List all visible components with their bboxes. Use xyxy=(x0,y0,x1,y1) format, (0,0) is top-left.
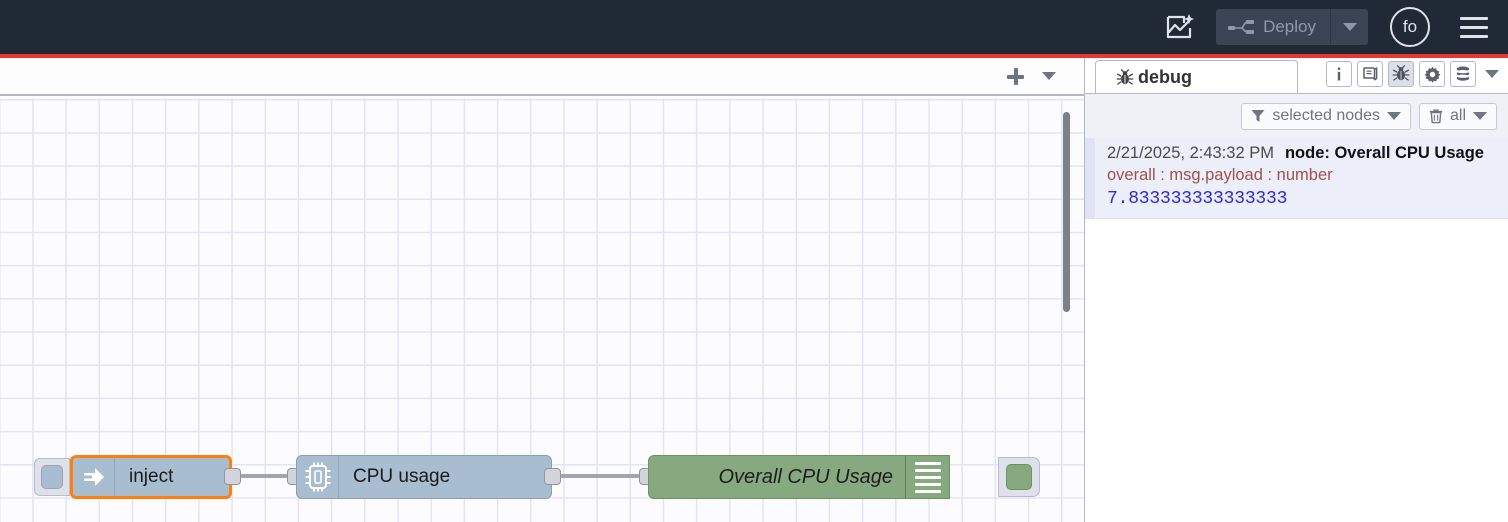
deploy-dropdown-caret[interactable] xyxy=(1330,9,1368,45)
chevron-down-icon xyxy=(1386,112,1401,120)
info-icon[interactable] xyxy=(1326,61,1352,87)
sidebar-tab-icons xyxy=(1326,61,1503,87)
chevron-down-icon xyxy=(1042,72,1056,80)
debug-line xyxy=(914,489,941,493)
sidebar: debug xyxy=(1084,58,1508,522)
config-gear-icon[interactable] xyxy=(1419,61,1445,87)
debug-toolbar: selected nodes all xyxy=(1085,94,1508,138)
sidebar-tab-label: debug xyxy=(1138,67,1192,87)
node-cpu-usage[interactable]: CPU usage xyxy=(296,455,552,499)
chevron-down-icon xyxy=(1473,112,1487,120)
wire-inject-to-cpu xyxy=(240,474,288,478)
chevron-down-icon xyxy=(1485,70,1499,78)
node-debug-label: Overall CPU Usage xyxy=(718,465,893,488)
debug-line xyxy=(914,475,941,479)
inject-trigger-inner xyxy=(41,465,63,489)
debug-line xyxy=(914,482,941,486)
sidebar-tab-debug[interactable]: debug xyxy=(1095,60,1298,94)
debug-message-list[interactable]: 2/21/2025, 2:43:32 PM node: Overall CPU … xyxy=(1085,138,1508,522)
debug-enable-inner xyxy=(1006,464,1032,490)
trash-icon xyxy=(1429,109,1443,123)
inject-arrow-icon xyxy=(73,458,115,496)
inject-trigger-button[interactable] xyxy=(34,458,70,496)
hamburger-bar xyxy=(1460,25,1488,29)
node-inject[interactable]: inject xyxy=(70,455,232,499)
add-flow-button[interactable] xyxy=(998,61,1032,91)
context-stack-icon[interactable] xyxy=(1450,61,1476,87)
node-cpu-label: CPU usage xyxy=(353,466,451,487)
sidebar-tabs-caret[interactable] xyxy=(1481,61,1503,87)
debug-filter-button[interactable]: selected nodes xyxy=(1241,102,1411,130)
deploy-button[interactable]: Deploy xyxy=(1216,9,1368,45)
microchip-icon xyxy=(297,456,339,498)
debug-timestamp: 2/21/2025, 2:43:32 PM xyxy=(1107,144,1274,162)
main-header: Deploy fo xyxy=(0,0,1508,54)
flow-tab-bar xyxy=(0,58,1084,96)
sidebar-tab-divider xyxy=(1085,92,1508,94)
ai-flow-sparkle-icon[interactable] xyxy=(1158,5,1202,49)
deploy-label: Deploy xyxy=(1263,17,1316,36)
debug-filter-label: selected nodes xyxy=(1272,107,1380,124)
deploy-icon xyxy=(1228,20,1255,34)
wire-cpu-to-debug xyxy=(560,474,640,478)
bug-icon xyxy=(1116,68,1134,85)
port-cpu-output[interactable] xyxy=(544,468,561,485)
debug-clear-button[interactable]: all xyxy=(1418,102,1497,130)
debug-message-topic: overall : msg.payload : number xyxy=(1107,166,1333,184)
header-accent-line xyxy=(0,54,1508,58)
deploy-button-main[interactable]: Deploy xyxy=(1216,9,1330,45)
debug-message[interactable]: 2/21/2025, 2:43:32 PM node: Overall CPU … xyxy=(1085,138,1508,219)
hamburger-bar xyxy=(1460,16,1488,20)
help-book-icon[interactable] xyxy=(1357,61,1383,87)
debug-lines-icon xyxy=(905,456,949,498)
debug-message-header: 2/21/2025, 2:43:32 PM node: Overall CPU … xyxy=(1107,144,1503,163)
sidebar-tab-row: debug xyxy=(1085,58,1508,94)
debug-bug-icon[interactable] xyxy=(1388,61,1414,87)
debug-enable-button[interactable] xyxy=(998,457,1040,497)
debug-clear-label: all xyxy=(1449,107,1466,124)
user-avatar[interactable]: fo xyxy=(1390,7,1430,47)
node-inject-label: inject xyxy=(129,466,174,487)
workspace: inject xyxy=(0,58,1084,522)
filter-funnel-icon xyxy=(1251,110,1265,122)
debug-source-node[interactable]: node: Overall CPU Usage xyxy=(1284,144,1484,162)
port-inject-output[interactable] xyxy=(224,468,241,485)
debug-line xyxy=(914,468,941,472)
hamburger-menu-icon[interactable] xyxy=(1454,7,1494,47)
user-initials: fo xyxy=(1402,17,1418,36)
debug-line xyxy=(914,461,941,465)
debug-message-value: 7.833333333333333 xyxy=(1107,189,1288,209)
flow-list-button[interactable] xyxy=(1032,61,1066,91)
flow-canvas[interactable]: inject xyxy=(0,98,1084,522)
hamburger-bar xyxy=(1460,34,1488,38)
node-debug[interactable]: Overall CPU Usage xyxy=(648,455,950,499)
plus-icon xyxy=(1006,67,1024,85)
chevron-down-icon xyxy=(1342,23,1357,31)
canvas-scrollbar-thumb[interactable] xyxy=(1063,112,1070,312)
